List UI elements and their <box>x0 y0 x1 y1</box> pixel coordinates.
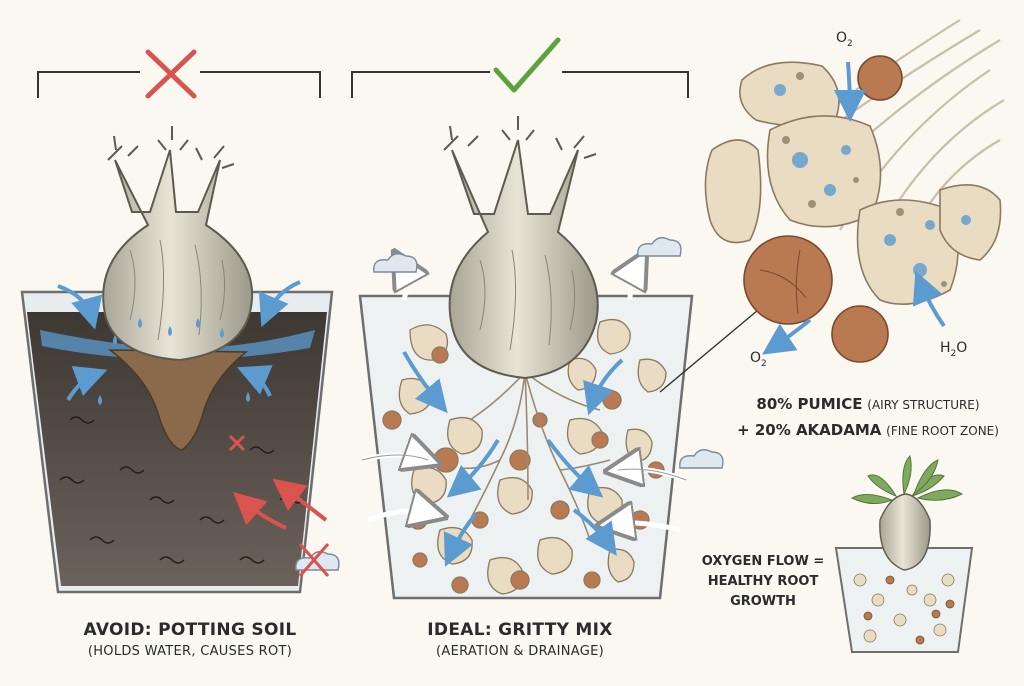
avoid-panel <box>20 48 340 594</box>
o2-bottom-subscript: 2 <box>761 358 767 369</box>
h2o-symbol-o: O <box>956 340 968 356</box>
o2-label-bottom: O2 <box>750 350 767 369</box>
small-healthy-plant <box>834 455 974 653</box>
avoid-subtitle: (HOLDS WATER, CAUSES ROT) <box>87 644 293 659</box>
avoid-title: AVOID: POTTING SOIL <box>83 620 297 640</box>
rotting-root <box>107 349 249 451</box>
closeup-arrows <box>762 61 946 355</box>
oxygen-line-2: HEALTHY ROOT <box>707 574 819 589</box>
air-clouds <box>373 237 724 469</box>
ideal-caption: IDEAL: GRITTY MIX (AERATION & DRAINAGE) <box>355 620 685 659</box>
mix-ratio-label: 80% PUMICE (AIRY STRUCTURE) + 20% AKADAM… <box>718 392 1018 444</box>
drainage-arrows <box>402 351 624 567</box>
caudex-plant-ideal <box>443 116 599 380</box>
o2-label-top: O2 <box>836 30 853 49</box>
callout-line <box>659 299 771 393</box>
oxygen-line-3: GROWTH <box>730 594 796 609</box>
caudex-plant-avoid <box>102 126 254 362</box>
h2o-label: H2O <box>940 340 967 359</box>
h2o-subscript: 2 <box>950 348 957 359</box>
blocked-oxygen <box>228 434 340 577</box>
akadama-ratio: + 20% AKADAMA <box>737 421 882 439</box>
water-arrows-in <box>57 280 301 402</box>
o2-top-subscript: 2 <box>847 38 853 49</box>
ideal-title: IDEAL: GRITTY MIX <box>427 620 613 640</box>
cross-icon <box>140 48 200 99</box>
ideal-subtitle: (AERATION & DRAINAGE) <box>436 644 604 659</box>
oxygen-line-1: OXYGEN FLOW = <box>701 554 825 569</box>
avoid-caption: AVOID: POTTING SOIL (HOLDS WATER, CAUSES… <box>40 620 340 659</box>
ideal-panel <box>351 36 724 600</box>
akadama-desc: (FINE ROOT ZONE) <box>886 424 999 438</box>
checkmark-icon <box>490 36 562 96</box>
pumice-ratio: 80% PUMICE <box>756 395 863 413</box>
o2-bottom-symbol: O <box>750 350 762 366</box>
pumice-desc: (AIRY STRUCTURE) <box>867 398 980 412</box>
o2-top-symbol: O <box>836 30 848 46</box>
oxygen-flow-label: OXYGEN FLOW = HEALTHY ROOT GROWTH <box>690 552 836 612</box>
closeup-panel <box>659 19 1005 393</box>
airflow-arrows-outline <box>361 454 687 481</box>
pumice-chunks <box>704 61 1002 306</box>
h2o-symbol-h: H <box>940 340 951 356</box>
